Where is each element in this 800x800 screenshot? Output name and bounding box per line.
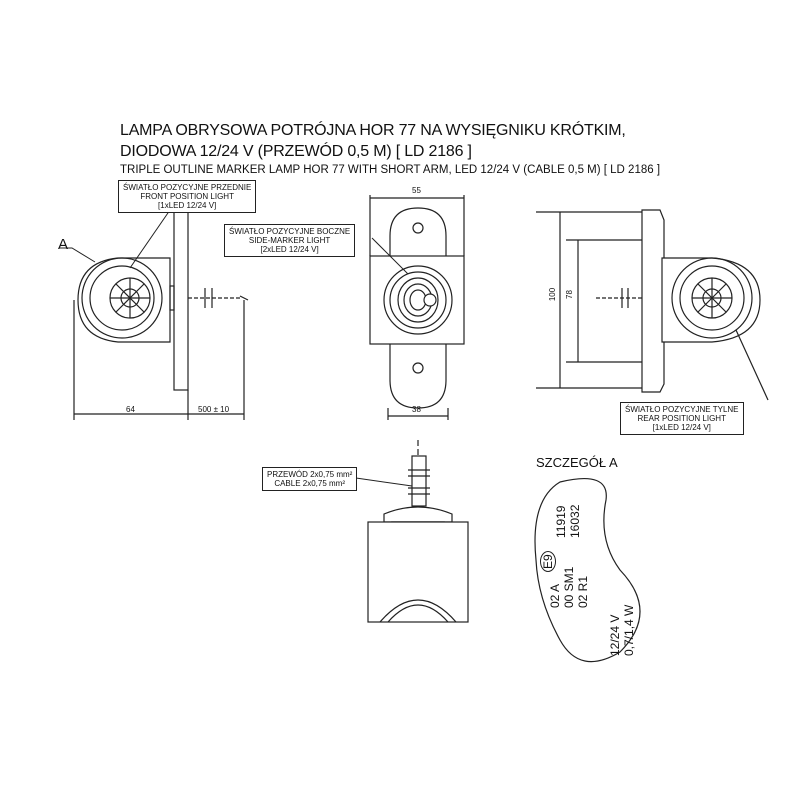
detail-a-outline bbox=[534, 478, 641, 663]
right-view bbox=[536, 209, 769, 401]
side-light-en: SIDE-MARKER LIGHT bbox=[248, 236, 331, 245]
e9-mark: E9 bbox=[540, 551, 556, 572]
dim-width-top: 55 bbox=[412, 186, 421, 195]
detail-line-a: 02 A bbox=[548, 583, 562, 608]
detail-code-2: 16032 bbox=[568, 504, 582, 538]
rear-light-spec: [1xLED 12/24 V] bbox=[652, 423, 711, 432]
left-view bbox=[60, 211, 249, 420]
rear-light-pl: ŚWIATŁO POZYCYJNE TYLNE bbox=[625, 405, 739, 414]
rear-light-label: ŚWIATŁO POZYCYJNE TYLNE REAR POSITION LI… bbox=[620, 402, 744, 435]
dim-height-inner: 78 bbox=[564, 290, 574, 299]
detail-line-e: 0,7/1,4 W bbox=[622, 604, 636, 656]
cable-label: PRZEWÓD 2x0,75 mm² CABLE 2x0,75 mm² bbox=[262, 467, 358, 491]
front-light-label: ŚWIATŁO POZYCYJNE PRZEDNIE FRONT POSITIO… bbox=[118, 180, 257, 213]
dim-cable-length: 500 ± 10 bbox=[198, 405, 230, 414]
front-light-spec: [1xLED 12/24 V] bbox=[158, 201, 217, 210]
detail-line-b: 00 SM1 bbox=[562, 566, 576, 608]
cable-en: CABLE 2x0,75 mm² bbox=[274, 479, 346, 488]
title-line-2: DIODOWA 12/24 V (PRZEWÓD 0,5 M) [ LD 218… bbox=[120, 143, 472, 160]
detail-line-c: 02 R1 bbox=[576, 575, 590, 608]
detail-code-1: 11919 bbox=[554, 505, 568, 538]
side-light-label: ŚWIATŁO POZYCYJNE BOCZNE SIDE-MARKER LIG… bbox=[224, 224, 356, 257]
bottom-view bbox=[367, 455, 469, 623]
title-line-1: LAMPA OBRYSOWA POTRÓJNA HOR 77 NA WYSIĘG… bbox=[120, 122, 626, 139]
front-light-en: FRONT POSITION LIGHT bbox=[140, 192, 234, 201]
center-view bbox=[369, 195, 465, 500]
marker-a: A bbox=[58, 236, 69, 253]
dim-depth: 64 bbox=[126, 405, 135, 414]
rear-light-en: REAR POSITION LIGHT bbox=[637, 414, 726, 423]
side-light-pl: ŚWIATŁO POZYCYJNE BOCZNE bbox=[229, 227, 351, 236]
dim-width-bottom: 38 bbox=[412, 405, 421, 414]
side-light-spec: [2xLED 12/24 V] bbox=[260, 245, 319, 254]
cable-pl: PRZEWÓD 2x0,75 mm² bbox=[267, 470, 353, 479]
detail-a-title: SZCZEGÓŁ A bbox=[536, 455, 618, 470]
detail-line-d: 12/24 V bbox=[608, 614, 622, 656]
dim-height-total: 100 bbox=[548, 287, 558, 302]
title-line-3: TRIPLE OUTLINE MARKER LAMP HOR 77 WITH S… bbox=[120, 164, 661, 176]
front-light-pl: ŚWIATŁO POZYCYJNE PRZEDNIE bbox=[123, 183, 252, 192]
